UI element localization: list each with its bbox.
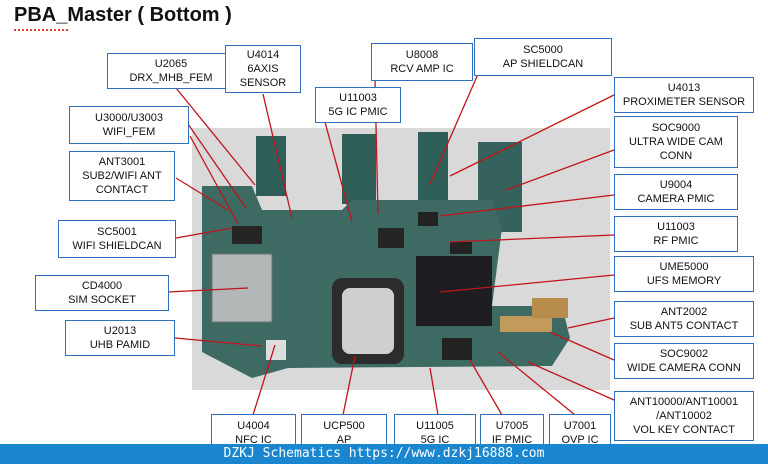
leader-u4004	[252, 344, 276, 416]
leader-u2065	[175, 87, 256, 186]
leader-ucp500	[342, 355, 356, 416]
leader-soc9000	[505, 149, 615, 191]
leader-cd4000	[167, 287, 249, 293]
leader-u2013	[174, 337, 263, 347]
page-title: PBA_Master ( Bottom )	[14, 4, 232, 26]
watermark-footer: DZKJ Schematics https://www.dzkj16888.co…	[0, 444, 768, 464]
leader-u11005	[429, 367, 439, 416]
leader-soc9002	[549, 331, 615, 361]
leader-u7001	[497, 351, 576, 416]
leader-u3000-a	[187, 123, 247, 209]
leader-u4014	[262, 93, 293, 219]
leader-sc5000	[429, 73, 479, 185]
leader-ant2002	[567, 317, 615, 329]
spellcheck-underline	[14, 29, 68, 31]
leader-u3000-b	[189, 135, 239, 225]
leader-u11003-5g	[324, 121, 353, 223]
leader-ume5000	[439, 274, 615, 293]
leader-u11003-rf	[449, 234, 615, 243]
leader-ant10000	[527, 361, 615, 401]
pcb-drawing	[202, 132, 570, 378]
board-photo	[192, 128, 610, 390]
leader-u7005	[469, 359, 503, 416]
leader-sc5001	[175, 227, 233, 239]
leader-u4013	[449, 94, 615, 177]
leader-u9004	[439, 194, 615, 217]
leader-ant3001	[175, 177, 229, 211]
